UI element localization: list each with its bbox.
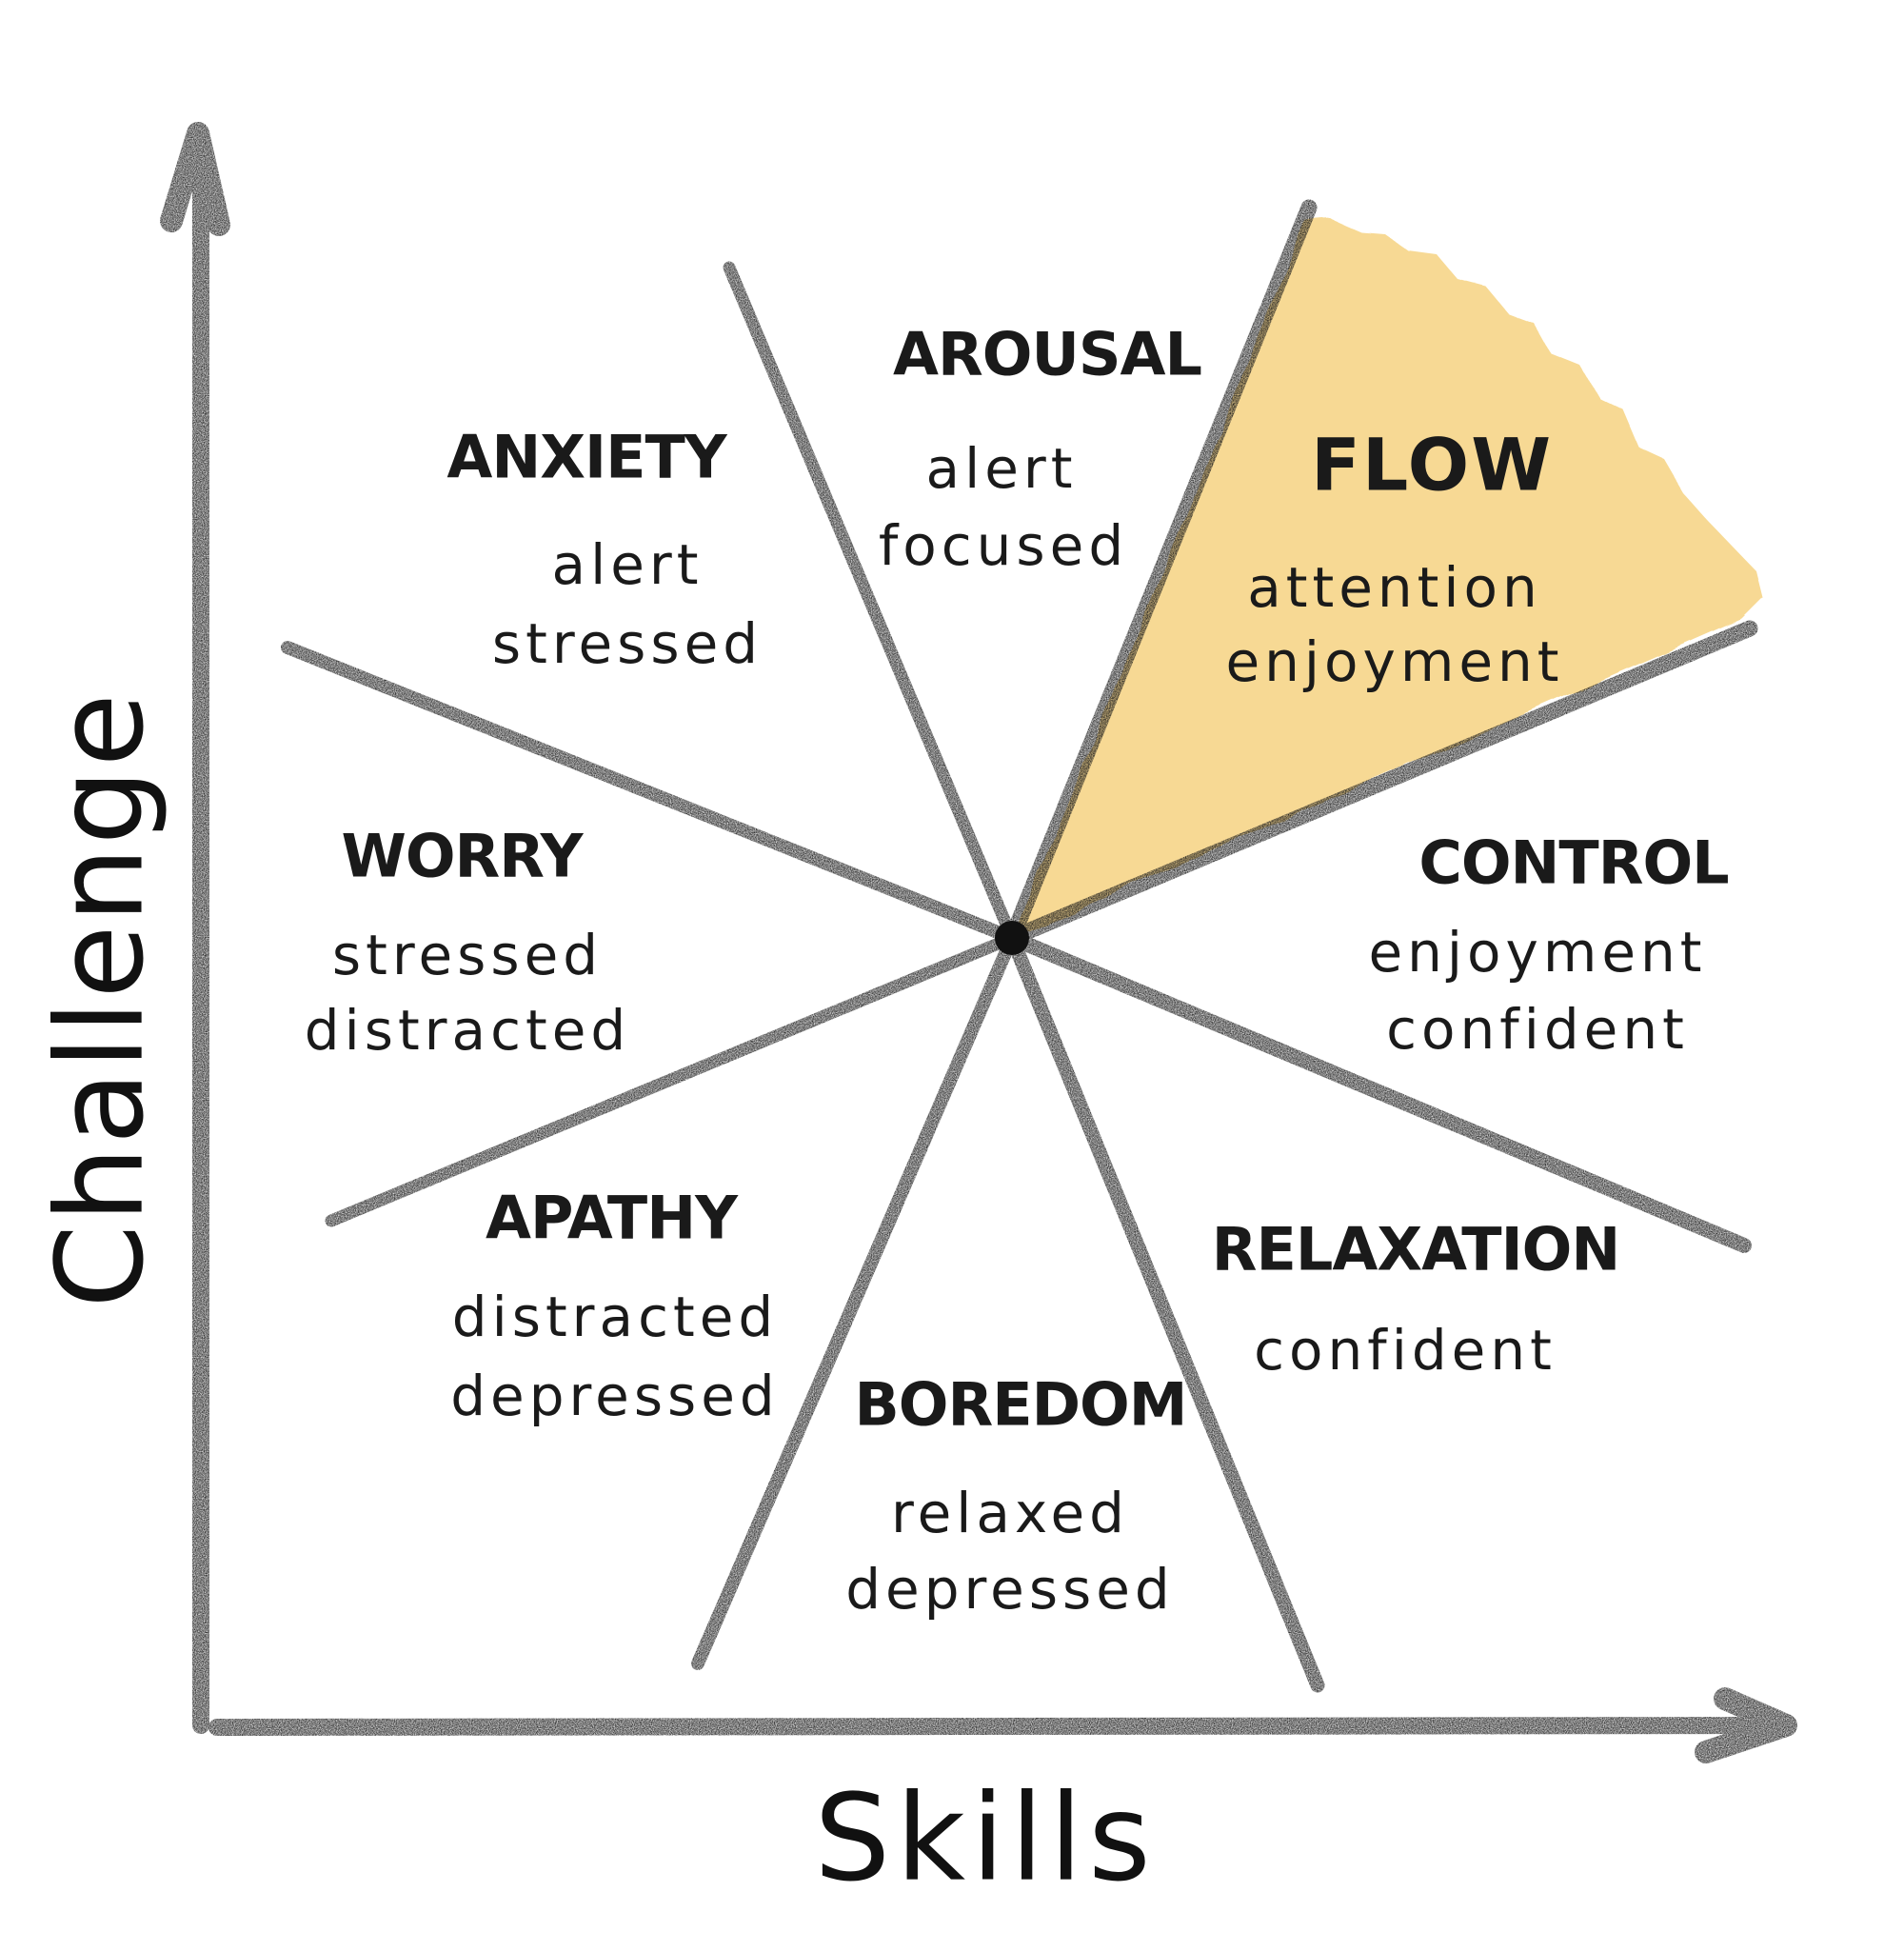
zone-desc-anxiety-1: alert [551, 532, 704, 597]
x-axis-label: Skills [814, 1767, 1157, 1908]
divider-flow-control [1003, 620, 1758, 946]
divider-anxiety-arousal [723, 261, 1019, 945]
divider-worry-anxiety [281, 641, 1019, 945]
zone-desc-worry-1: stressed [331, 923, 604, 987]
center-point [995, 921, 1029, 955]
zone-desc-arousal-1: alert [925, 436, 1078, 501]
zone-desc-boredom-1: relaxed [891, 1481, 1129, 1545]
zone-title-relaxation: RELAXATION [1211, 1214, 1621, 1285]
zone-desc-boredom-2: depressed [845, 1557, 1175, 1622]
zone-desc-control-2: confident [1386, 997, 1689, 1062]
x-axis-line [208, 1717, 1789, 1736]
y-axis-label: Challenge [30, 691, 170, 1308]
zone-title-boredom: BOREDOM [854, 1369, 1188, 1440]
divider-control-relaxation [1004, 930, 1752, 1253]
divider-apathy-worry [325, 931, 1019, 1227]
zone-title-anxiety: ANXIETY [446, 422, 726, 492]
zone-desc-apathy-2: depressed [450, 1364, 780, 1428]
zone-desc-anxiety-2: stressed [491, 611, 764, 676]
zone-desc-relaxation-1: confident [1254, 1318, 1557, 1383]
divider-relaxation-boredom [1004, 930, 1325, 1693]
zone-title-arousal: AROUSAL [893, 319, 1202, 389]
zone-title-apathy: APATHY [486, 1183, 738, 1253]
zone-title-control: CONTROL [1418, 827, 1729, 898]
zone-desc-flow-1: attention [1247, 555, 1542, 620]
divider-boredom-apathy [691, 931, 1019, 1670]
divider-arousal-flow [1003, 199, 1318, 946]
axes [160, 122, 1797, 1763]
sector-dividers [281, 199, 1758, 1693]
zone-desc-worry-2: distracted [304, 998, 631, 1063]
flow-highlight-region [1012, 219, 1763, 938]
zone-desc-control-1: enjoyment [1368, 920, 1707, 985]
zone-desc-flow-2: enjoyment [1225, 629, 1564, 694]
zone-title-worry: WORRY [341, 821, 583, 891]
zone-desc-arousal-2: focused [878, 513, 1129, 578]
zone-desc-apathy-1: distracted [451, 1285, 779, 1349]
x-axis-arrowhead [1695, 1687, 1797, 1763]
zone-title-flow: FLOW [1310, 422, 1554, 508]
y-axis-arrowhead [160, 122, 230, 236]
